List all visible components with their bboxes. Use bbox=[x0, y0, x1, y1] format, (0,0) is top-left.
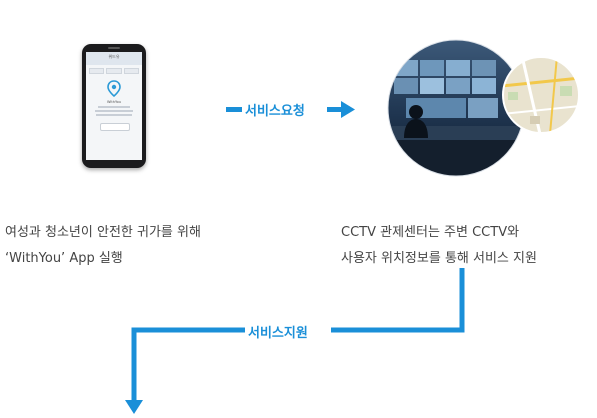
app-tabs bbox=[89, 68, 139, 74]
right-caption-line2: 사용자 위치정보를 통해 서비스 지원 bbox=[341, 251, 537, 266]
app-text-line bbox=[95, 110, 133, 112]
service-request-arrow bbox=[226, 101, 355, 118]
service-support-label: 서비스지원 bbox=[246, 322, 310, 341]
left-caption-line1: 여성과 청소년이 안전한 귀가를 위해 bbox=[5, 225, 201, 240]
app-tab bbox=[123, 68, 139, 74]
app-name-text: WithYou bbox=[107, 100, 121, 104]
left-caption: 여성과 청소년이 안전한 귀가를 위해 ‘WithYou’ App 실행 bbox=[5, 220, 201, 272]
app-start-button bbox=[100, 123, 130, 131]
map-inset-icon bbox=[502, 56, 580, 134]
location-pin-icon bbox=[107, 80, 121, 98]
app-text-line bbox=[96, 114, 132, 116]
smartphone-icon: 위드유 WithYou bbox=[82, 44, 146, 168]
phone-screen: 위드유 WithYou bbox=[86, 52, 142, 160]
left-caption-line2: ‘WithYou’ App 실행 bbox=[5, 251, 123, 266]
cctv-control-center-image bbox=[387, 39, 525, 177]
app-text-line bbox=[98, 106, 130, 108]
right-caption-line1: CCTV 관제센터는 주변 CCTV와 bbox=[341, 225, 520, 240]
right-caption: CCTV 관제센터는 주변 CCTV와 사용자 위치정보를 통해 서비스 지원 bbox=[341, 220, 537, 272]
app-tab bbox=[89, 68, 105, 74]
app-header-title: 위드유 bbox=[108, 54, 120, 59]
service-support-arrow bbox=[131, 268, 465, 402]
phone-speaker bbox=[108, 47, 120, 49]
app-tab bbox=[106, 68, 122, 74]
app-header-bar bbox=[86, 52, 142, 65]
service-request-label: 서비스요청 bbox=[243, 100, 307, 119]
service-support-arrowhead bbox=[125, 400, 143, 414]
